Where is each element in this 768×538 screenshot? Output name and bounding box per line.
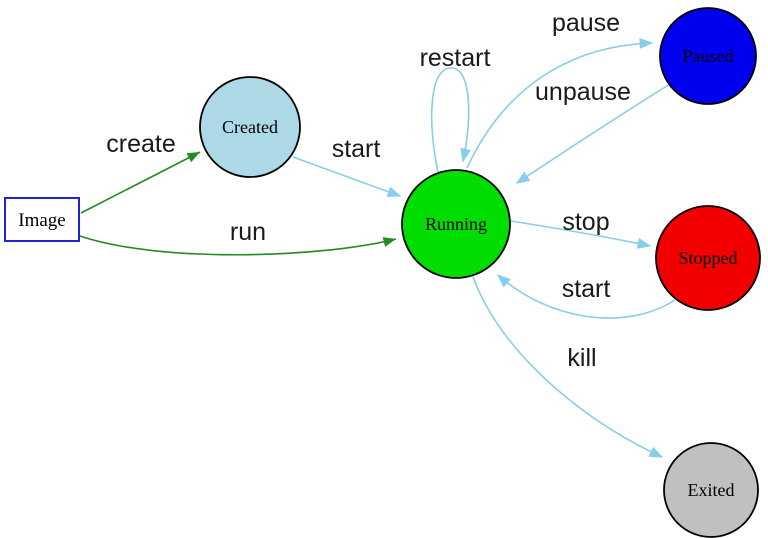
node-image-shape bbox=[4, 197, 80, 242]
node-exited-shape bbox=[663, 442, 759, 538]
edge-restart-self-loop bbox=[431, 67, 472, 174]
edge-pause bbox=[466, 37, 654, 169]
edge-start-created-running bbox=[292, 156, 402, 197]
node-group: Image Created Running Paused Stopped Exi… bbox=[4, 7, 761, 538]
node-exited-label: Exited bbox=[688, 480, 735, 500]
node-stopped-shape bbox=[655, 205, 761, 311]
node-paused-shape bbox=[659, 7, 757, 105]
edge-create bbox=[80, 151, 201, 214]
node-running-shape bbox=[401, 169, 511, 279]
node-image-label: Image bbox=[18, 210, 65, 231]
edge-label-stop: stop bbox=[562, 208, 609, 236]
edge-unpause bbox=[515, 78, 679, 184]
edge-label-kill: kill bbox=[567, 344, 596, 372]
edge-label-start-1: start bbox=[332, 135, 381, 163]
edge-label-pause: pause bbox=[552, 9, 620, 37]
edge-run bbox=[79, 235, 397, 256]
edge-label-group: create run start restart pause unpause s… bbox=[106, 9, 631, 372]
edge-label-unpause: unpause bbox=[535, 78, 631, 106]
edge-label-create: create bbox=[106, 130, 175, 158]
node-paused-label: Paused bbox=[683, 46, 734, 66]
edge-label-restart: restart bbox=[420, 44, 491, 72]
edge-stop bbox=[510, 220, 652, 249]
edge-label-start-2: start bbox=[562, 275, 611, 303]
edge-label-run: run bbox=[230, 218, 266, 246]
node-stopped-label: Stopped bbox=[678, 248, 737, 268]
edge-kill bbox=[472, 276, 664, 458]
node-created-label: Created bbox=[222, 117, 278, 137]
node-created-shape bbox=[199, 76, 301, 178]
node-running-label: Running bbox=[425, 214, 487, 234]
edge-start-stopped-running bbox=[496, 274, 676, 319]
edge-group bbox=[79, 37, 679, 458]
